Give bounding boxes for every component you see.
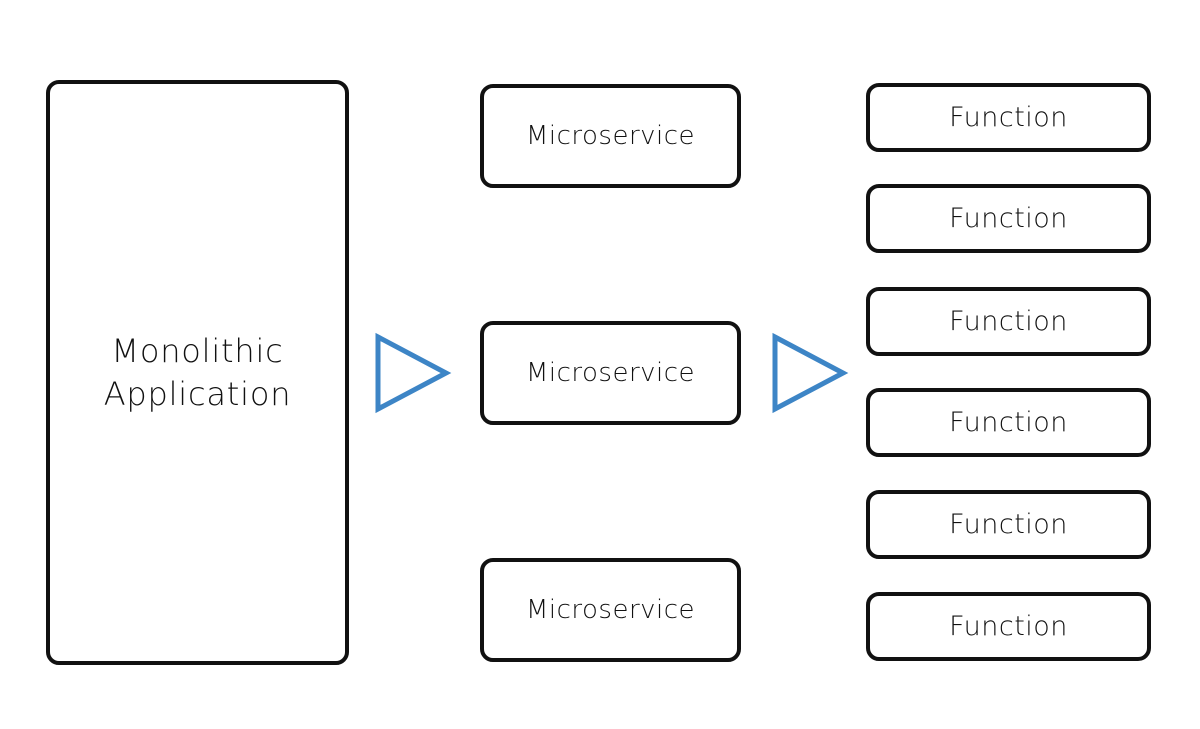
microservice-label: Microservice	[525, 595, 696, 625]
monolithic-application-box: Monolithic Application	[46, 80, 349, 665]
function-box: Function	[866, 388, 1151, 457]
function-box: Function	[866, 83, 1151, 152]
function-label: Function	[949, 509, 1068, 540]
triangle-arrow-icon	[375, 332, 452, 414]
microservice-label: Microservice	[525, 358, 696, 388]
monolithic-application-label: Monolithic Application	[103, 331, 292, 413]
microservice-label: Microservice	[525, 121, 696, 151]
function-box: Function	[866, 490, 1151, 559]
triangle-arrow-icon	[772, 332, 849, 414]
function-box: Function	[866, 184, 1151, 253]
function-label: Function	[949, 611, 1068, 642]
function-label: Function	[949, 203, 1068, 234]
microservice-box: Microservice	[480, 321, 741, 425]
function-label: Function	[949, 102, 1068, 133]
function-box: Function	[866, 287, 1151, 356]
microservice-box: Microservice	[480, 84, 741, 188]
microservice-box: Microservice	[480, 558, 741, 662]
function-box: Function	[866, 592, 1151, 661]
function-label: Function	[949, 306, 1068, 337]
function-label: Function	[949, 407, 1068, 438]
